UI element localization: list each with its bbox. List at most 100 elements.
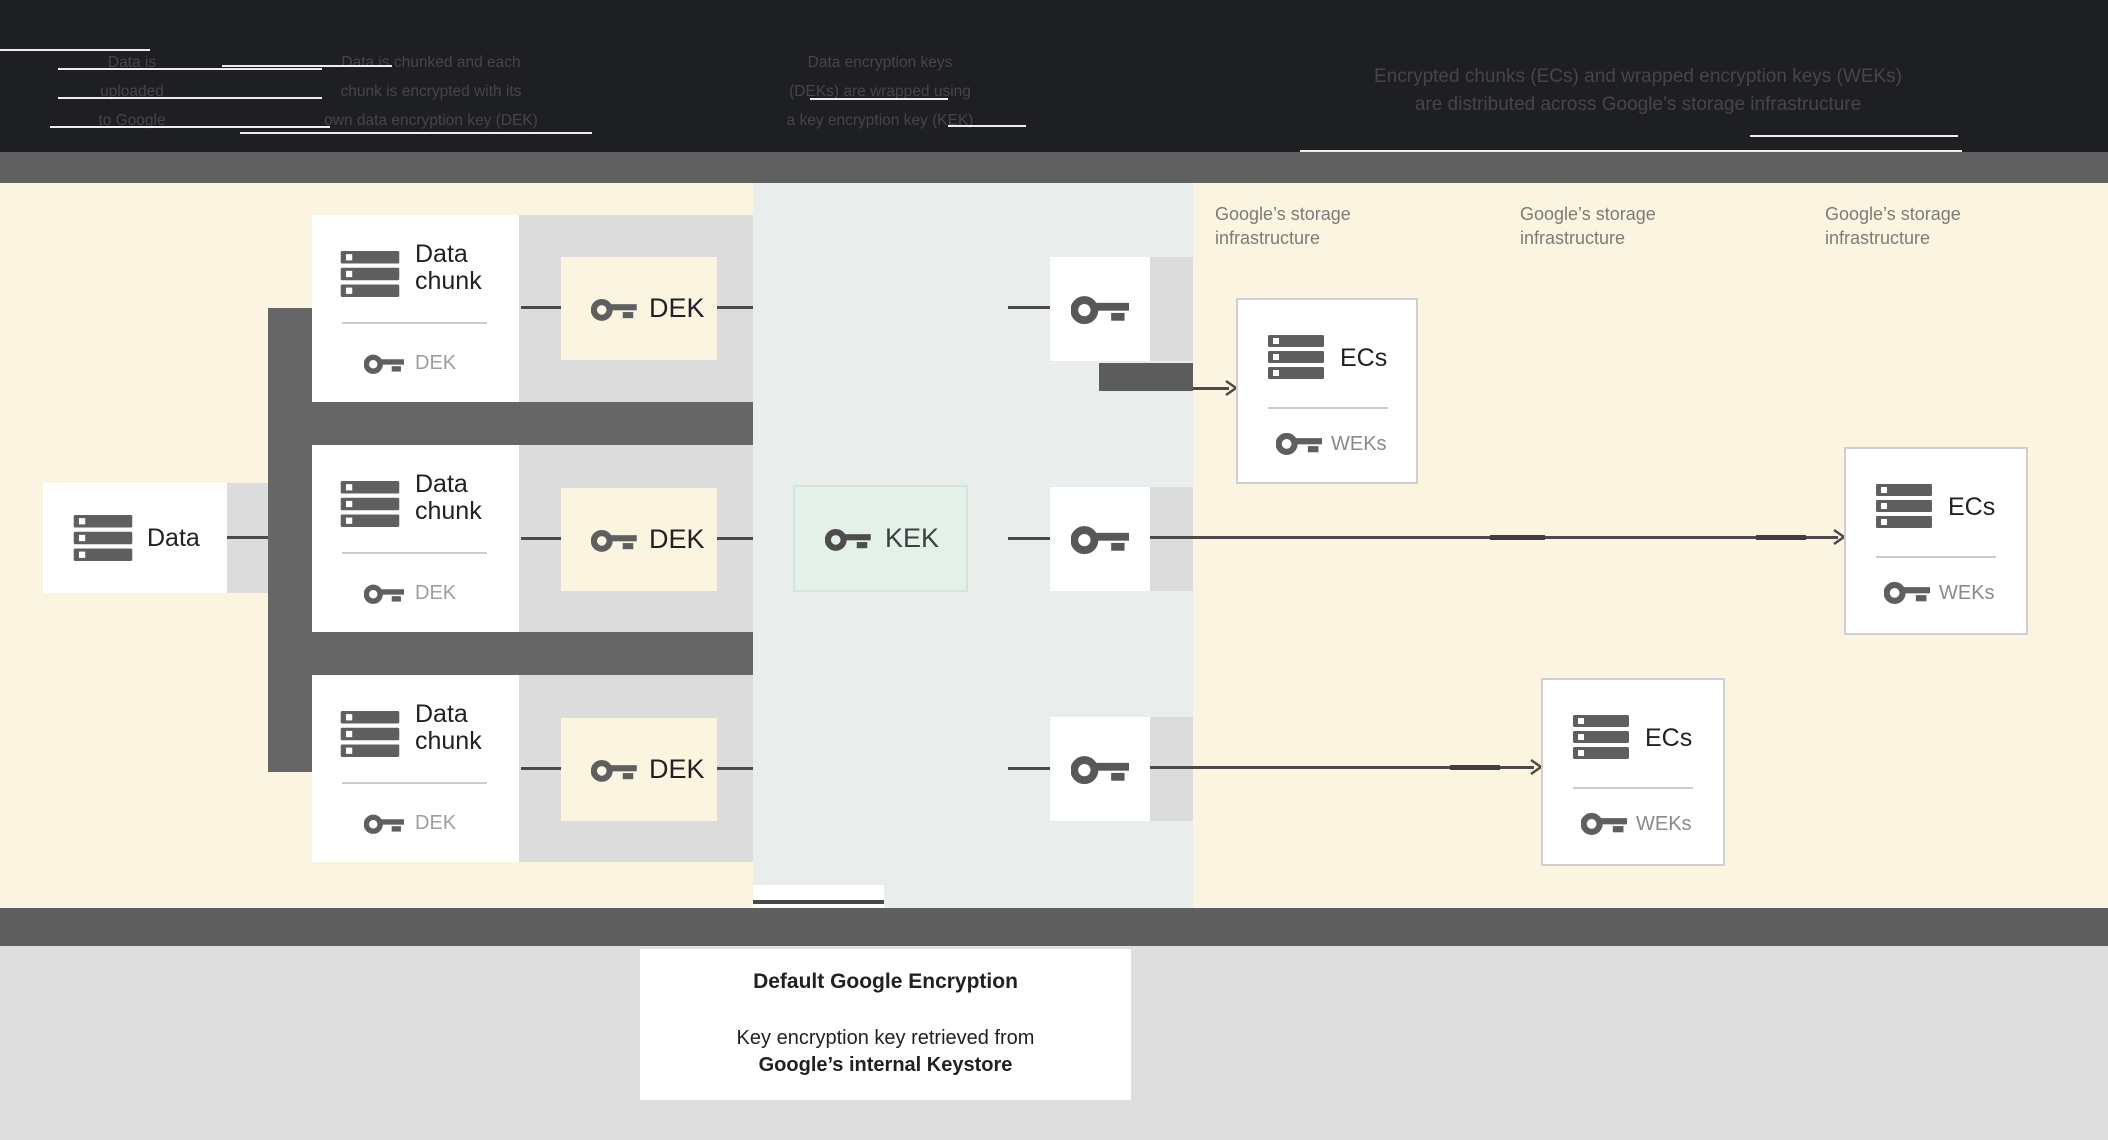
wrapped-key-band-1	[1150, 257, 1193, 361]
arrow-dark-segment	[1450, 765, 1500, 770]
chunk-to-dek-line-1	[521, 306, 561, 309]
storage-infrastructure-label-3: Google’s storage infrastructure	[1825, 203, 2045, 250]
wrapped-key-box-3	[1050, 717, 1150, 821]
key-icon	[591, 756, 637, 784]
step-caption-line: chunk is encrypted with its	[340, 83, 522, 100]
storage-stack-icon	[73, 515, 133, 561]
chunk-label-line: Data	[415, 470, 468, 498]
chunk-label-line: Data	[415, 700, 468, 728]
dek-box-label: DEK	[649, 754, 705, 784]
chunk-label-line: chunk	[415, 497, 482, 525]
dek-to-kek-zone-line-1	[717, 306, 753, 309]
data-chunk-box-3: Data chunk DEK	[312, 675, 519, 862]
storage-stack-icon	[1876, 481, 1932, 531]
chunk-label-line: Data	[415, 240, 468, 268]
storage-stack-icon	[340, 711, 400, 757]
key-icon	[1581, 808, 1627, 838]
key-icon	[364, 811, 404, 836]
arrow-dark-segment	[1756, 535, 1806, 540]
chunk-to-dek-line-2	[521, 537, 561, 540]
storage-stack-icon	[1268, 332, 1324, 382]
storage-infrastructure-label-2: Google’s storage infrastructure	[1520, 203, 1740, 250]
chunk-label: Data chunk	[415, 241, 482, 295]
divider-bar-bottom	[0, 908, 2108, 946]
chunk-label: Data chunk	[415, 471, 482, 525]
wrapped-key-box-2	[1050, 487, 1150, 591]
chunk-dek-label: DEK	[415, 352, 457, 374]
ecs-box-label: ECs	[1645, 724, 1693, 752]
chunk-label-line: chunk	[415, 727, 482, 755]
kek-box: KEK	[793, 485, 968, 592]
storage-label-line: infrastructure	[1825, 227, 1931, 248]
ecs-divider	[1876, 556, 1996, 558]
key-icon	[364, 581, 404, 606]
step-caption-line: Data is	[107, 54, 157, 71]
data-box: Data	[43, 483, 227, 593]
ecs-box-3: ECs WEKs	[1541, 678, 1725, 866]
step-caption-line: a key encryption key (KEK)	[786, 112, 974, 129]
chunk-divider	[342, 552, 487, 554]
storage-stack-icon	[340, 481, 400, 527]
storage-stack-icon	[1573, 712, 1629, 762]
ecs-box-label: ECs	[1340, 344, 1388, 372]
chunk-label-line: chunk	[415, 267, 482, 295]
key-icon	[591, 295, 637, 323]
step-caption-line: (DEKs) are wrapped using	[789, 83, 971, 100]
wrapped-key-band-2	[1150, 487, 1193, 591]
artifact-line	[1750, 135, 1958, 137]
ecs-box-label: ECs	[1948, 493, 1996, 521]
kek-to-wrapped-key-line-1	[1008, 306, 1050, 309]
chunk-to-dek-line-3	[521, 767, 561, 770]
storage-label-line: Google’s storage	[1825, 204, 1961, 224]
weks-label: WEKs	[1331, 433, 1387, 455]
artifact-line	[58, 97, 322, 99]
arrow-line-to-ecs-1	[1193, 387, 1229, 390]
arrow-dark-segment	[1490, 535, 1545, 540]
key-icon	[1884, 577, 1930, 607]
ecs-divider	[1573, 787, 1693, 789]
artifact-line	[1300, 150, 1962, 152]
chunk-label: Data chunk	[415, 701, 482, 755]
step-caption-line: Data is chunked and each	[341, 54, 521, 71]
weks-label: WEKs	[1939, 582, 1995, 604]
chunk-divider	[342, 322, 487, 324]
step-caption-2: Data is chunked and each chunk is encryp…	[255, 48, 607, 135]
step-caption-line: are distributed across Google’s storage …	[1414, 94, 1862, 115]
weks-label: WEKs	[1636, 813, 1692, 835]
artifact-line	[50, 126, 330, 128]
step-caption-1: Data is uploaded to Google	[32, 48, 232, 135]
step-caption-banner: Data is uploaded to Google Data is chunk…	[0, 0, 2108, 152]
kek-to-wrapped-key-line-3	[1008, 767, 1050, 770]
artifact-line	[222, 65, 392, 67]
wrapped-key-band-3	[1150, 717, 1193, 821]
chunk-divider	[342, 782, 487, 784]
storage-label-line: Google’s storage	[1215, 204, 1351, 224]
key-icon	[1071, 751, 1129, 787]
chunk-dek-label: DEK	[415, 582, 457, 604]
data-box-label: Data	[147, 523, 200, 552]
ecs-box-2: ECs WEKs	[1844, 447, 2028, 635]
artifact-line	[810, 98, 948, 100]
artifact-line	[948, 125, 1026, 127]
dek-box-label: DEK	[649, 524, 705, 554]
storage-stack-icon	[340, 251, 400, 297]
ecs-box-1: ECs WEKs	[1236, 298, 1418, 484]
caption-line-1: Key encryption key retrieved from	[736, 1027, 1035, 1049]
dek-box-2: DEK	[561, 488, 717, 591]
step-caption-line: Data encryption keys	[807, 54, 953, 71]
artifact-line	[240, 132, 592, 134]
kek-box-label: KEK	[885, 523, 940, 553]
artifact-partial-box-line	[753, 900, 884, 904]
divider-bar-top	[0, 152, 2108, 183]
storage-label-line: infrastructure	[1215, 227, 1321, 248]
dek-to-kek-zone-line-2	[717, 537, 753, 540]
chunk-dek-label: DEK	[415, 812, 457, 834]
kek-to-wrapped-key-line-2	[1008, 537, 1050, 540]
caption-line-2: Google’s internal Keystore	[758, 1054, 1013, 1076]
data-to-trunk-line	[227, 536, 268, 539]
caption-card: Default Google Encryption Key encryption…	[640, 949, 1131, 1100]
key-icon	[1276, 428, 1322, 458]
dek-box-3: DEK	[561, 718, 717, 821]
storage-infrastructure-label-1: Google’s storage infrastructure	[1215, 203, 1435, 250]
